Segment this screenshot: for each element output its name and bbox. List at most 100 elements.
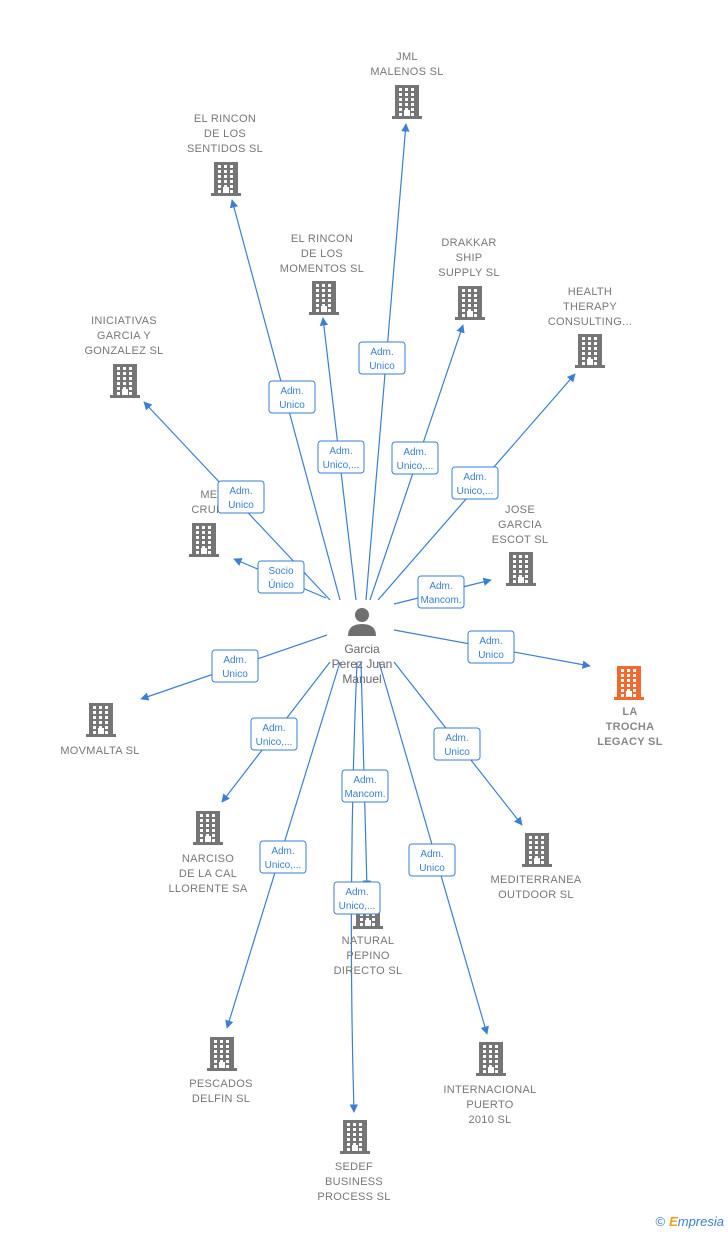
edge-label-text: Unico (228, 500, 254, 511)
building-icon[interactable] (110, 364, 140, 398)
edge-label-jose[interactable]: Adm.Mancom. (417, 575, 465, 609)
edge-label-narciso[interactable]: Adm.Unico,... (250, 717, 298, 751)
building-icon[interactable] (211, 162, 241, 196)
company-node-health[interactable]: HEALTHTHERAPYCONSULTING... (548, 286, 632, 368)
company-name-line: 2010 SL (468, 1114, 511, 1126)
edge-label-text: Unico (369, 361, 395, 372)
building-icon[interactable] (309, 281, 339, 315)
edge-label-text: Adm. (280, 386, 303, 397)
building-icon[interactable] (189, 523, 219, 557)
edge-label-text: Único (268, 578, 294, 591)
company-name-line: LLORENTE SA (168, 883, 247, 895)
company-name-line: DRAKKAR (441, 237, 496, 249)
company-name-line: PESCADOS (189, 1078, 253, 1090)
building-icon[interactable] (506, 552, 536, 586)
edge-label-trocha[interactable]: Adm. Unico (467, 630, 515, 664)
edge-label-mediterranea[interactable]: Adm.Unico (433, 727, 481, 761)
person-name-line: Perez Juan (332, 657, 393, 671)
edge-label-text: Unico (279, 400, 305, 411)
edge-label-rincon-momentos[interactable]: Adm. Unico,... (317, 440, 365, 474)
edge-label-text: Adm. (479, 636, 502, 647)
company-name-line: GARCIA Y (97, 330, 152, 342)
person-name-line: Manuel (342, 672, 381, 686)
brand-name: mpresia (677, 1214, 724, 1229)
building-icon[interactable] (476, 1042, 506, 1076)
edge-label-pescados[interactable]: Adm. Unico,... (259, 840, 307, 874)
edge-label-health[interactable]: Adm.Unico,... (451, 466, 499, 500)
company-name-line: INICIATIVAS (91, 315, 157, 327)
company-name-line: NARCISO (182, 853, 234, 865)
company-name-line: EL RINCON (194, 113, 256, 125)
edge-label-rincon-sentidos[interactable]: Adm. Unico (268, 380, 316, 414)
edge-label-text: Unico (444, 747, 470, 758)
edge-label-text: Unico,... (323, 460, 360, 471)
company-name-line: EL RINCON (291, 233, 353, 245)
company-name-line: PUERTO (466, 1099, 513, 1111)
building-icon[interactable] (522, 833, 552, 867)
company-name-line: DE LOS (204, 128, 246, 140)
edge-label-text: Adm. (403, 447, 426, 458)
edge-label-movmalta[interactable]: Adm.Unico (211, 649, 259, 683)
edge-label-natural[interactable]: Adm.Mancom. (341, 769, 389, 803)
edge-label-text: Adm. (329, 446, 352, 457)
building-icon[interactable] (193, 811, 223, 845)
building-icon[interactable] (340, 1120, 370, 1154)
edge-label-text: Adm. (370, 347, 393, 358)
company-node-jml[interactable]: JML MALENOS SL (370, 51, 443, 119)
edge-label-jml[interactable]: Adm. Unico (358, 341, 406, 375)
edge-label-text: Unico (478, 650, 504, 661)
company-name-line: OUTDOOR SL (498, 889, 574, 901)
company-name-line: PROCESS SL (317, 1191, 390, 1203)
company-name-line: JOSE (505, 504, 535, 516)
edge-label-text: Unico,... (265, 860, 302, 871)
building-icon[interactable] (392, 85, 422, 119)
company-name-line: ESCOT SL (492, 534, 549, 546)
company-node-pescados[interactable]: PESCADOS DELFIN SL (189, 1037, 253, 1105)
brand-initial: E (669, 1214, 678, 1229)
footer-brand[interactable]: ©Empresia (655, 1214, 724, 1229)
edge-label-text: Socio (268, 566, 293, 577)
company-name-line: SUPPLY SL (438, 267, 500, 279)
company-name-line: LA (622, 706, 637, 718)
company-name-line: MOVMALTA SL (60, 745, 139, 757)
company-name-line: CONSULTING... (548, 316, 632, 328)
company-name-line: MOMENTOS SL (280, 263, 364, 275)
company-name-line: LEGACY SL (597, 736, 662, 748)
company-name-line: INTERNACIONAL (443, 1084, 536, 1096)
edge-label-sedef[interactable]: Adm.Unico,... (333, 881, 381, 915)
edge-label-text: Adm. (353, 775, 376, 786)
edge-label-text: Mancom. (420, 595, 461, 606)
edge-label-text: Unico (419, 863, 445, 874)
edge-label-text: Unico (222, 669, 248, 680)
company-name-line: DELFIN SL (192, 1093, 250, 1105)
company-name-line: HEALTH (568, 286, 612, 298)
company-node-narciso[interactable]: NARCISO DE LA CAL LLORENTE SA (168, 811, 248, 895)
company-node-movmalta[interactable]: MOVMALTA SL (60, 703, 139, 757)
company-name-line: JML (396, 51, 418, 63)
edge-label-text: Adm. (271, 846, 294, 857)
company-name-line: DE LA CAL (179, 868, 237, 880)
company-name-line: MALENOS SL (370, 66, 443, 78)
edge-label-drakkar[interactable]: Adm.Unico,... (391, 441, 439, 475)
edge-label-internacional[interactable]: Adm.Unico (408, 843, 456, 877)
company-node-internacional[interactable]: INTERNACIONAL PUERTO 2010 SL (443, 1042, 536, 1126)
building-icon[interactable] (455, 286, 485, 320)
building-icon[interactable] (575, 334, 605, 368)
edge-label-iniciativas[interactable]: Adm.Unico (217, 480, 265, 514)
building-icon[interactable] (614, 666, 644, 700)
building-icon[interactable] (86, 703, 116, 737)
edge-label-text: Unico,... (457, 486, 494, 497)
building-icon[interactable] (207, 1037, 237, 1071)
